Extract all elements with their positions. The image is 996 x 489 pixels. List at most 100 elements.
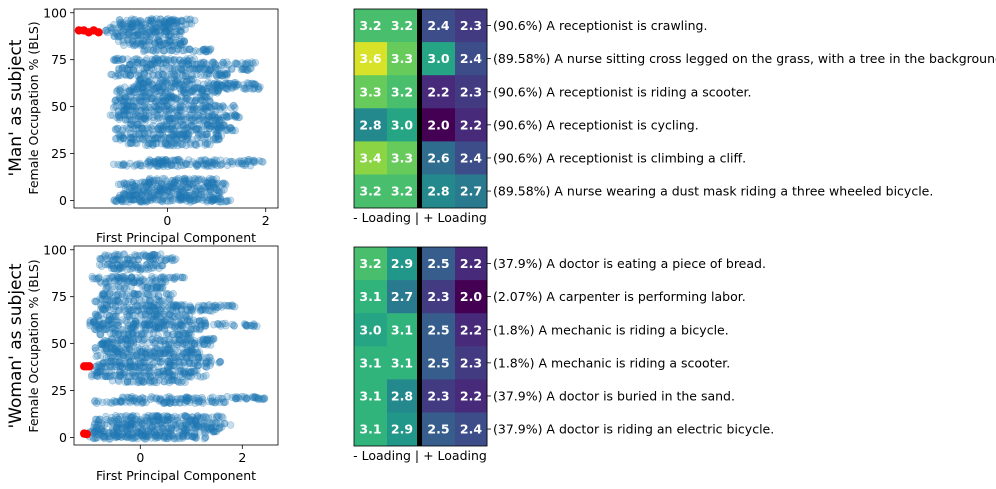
y-tick-label: 75 [51,52,67,67]
scatter-point [164,20,173,29]
scatter-point [149,47,157,55]
scatter-point [139,27,147,35]
scatter-point [116,398,125,406]
scatter-point [137,20,146,29]
scatter-point [134,58,142,66]
scatter-point [147,16,155,25]
heatmap-row-label: (1.8%) A mechanic is riding a bicycle. [493,322,729,337]
scatter-point [172,38,180,47]
heatmap-cell-value: 3.2 [391,184,413,199]
scatter-point [229,102,237,110]
scatter-point [127,21,135,29]
scatter-point [128,23,137,31]
scatter-point [157,41,165,49]
scatter-point [176,23,184,31]
scatter-point [108,24,116,32]
scatter-point [166,27,175,36]
scatter-point [141,20,150,28]
scatter-point [129,37,138,45]
scatter-point [171,27,179,36]
scatter-point [159,40,168,49]
scatter-point [169,42,178,50]
scatter-point [148,30,156,38]
scatter-point [196,397,204,405]
scatter-point [173,45,182,53]
scatter-point [123,377,132,385]
scatter-point [144,16,153,25]
scatter-point [146,196,155,204]
scatter-point [155,41,164,49]
scatter-point [230,321,238,330]
heatmap-xlabel-man: - Loading | + Loading [353,210,487,225]
scatter-point [131,31,139,40]
scatter-point [147,20,155,28]
scatter-point [216,358,224,366]
scatter-point [243,84,251,92]
heatmap-divider-man [417,9,422,208]
scatter-point [162,20,171,28]
scatter-point [152,26,160,34]
scatter-point [165,19,173,27]
scatter-point [175,31,184,39]
scatter-point [154,46,162,54]
scatter-point [136,31,144,40]
scatter-point [131,27,140,36]
heatmap-cell-value: 2.4 [460,150,482,165]
scatter-point [165,25,173,33]
scatter-point [156,31,164,40]
scatter-point [163,27,171,35]
heatmap-cell-value: 3.1 [359,355,381,370]
heatmap-cell-value: 3.2 [391,18,413,33]
scatter-point [111,29,120,37]
scatter-point [182,45,191,54]
scatter-point [130,41,138,50]
scatter-point [156,26,164,35]
scatter-point [172,17,181,25]
heatmap-cell-value: 2.5 [427,422,449,437]
scatter-point [250,322,258,330]
highlight-point [94,28,103,37]
scatter-point [144,29,153,37]
scatter-point [151,47,160,56]
scatter-point [186,160,194,169]
scatter-point [201,141,209,149]
scatter-point [144,16,152,24]
scatter-point [148,18,156,26]
scatter-point [137,39,146,48]
scatter-point [170,39,179,48]
heatmap-cell-value: 2.7 [391,289,413,304]
scatter-point [185,19,194,28]
heatmap-cell-value: 3.2 [391,84,413,99]
scatter-point [201,433,210,442]
heatmap-cell-value: 2.6 [427,150,449,165]
heatmap-cell-value: 2.4 [427,18,449,33]
scatter-point [157,20,165,28]
scatter-point [146,36,154,44]
scatter-point [116,21,124,29]
scatter-point [124,20,133,28]
scatter-point [115,32,124,40]
scatter-point [131,31,139,40]
heatmap-cell-value: 3.0 [359,322,381,337]
heatmap-cell-value: 3.1 [359,388,381,403]
scatter-point [128,39,137,48]
scatter-point [162,19,171,27]
scatter-point [167,18,175,26]
scatter-point [123,16,131,25]
scatter-point [119,36,128,44]
scatter-point [103,28,112,37]
scatter-point [196,195,204,203]
scatter-point [141,27,149,36]
scatter-point [126,40,134,48]
scatter-point [119,134,127,142]
scatter-point [169,36,178,44]
scatter-point [173,41,181,50]
scatter-point [112,433,121,441]
scatter-point [180,37,188,45]
scatter-point [133,30,142,38]
scatter-point [131,15,139,24]
scatter-point [176,105,185,114]
scatter-point [136,22,144,31]
scatter-point [202,48,210,56]
